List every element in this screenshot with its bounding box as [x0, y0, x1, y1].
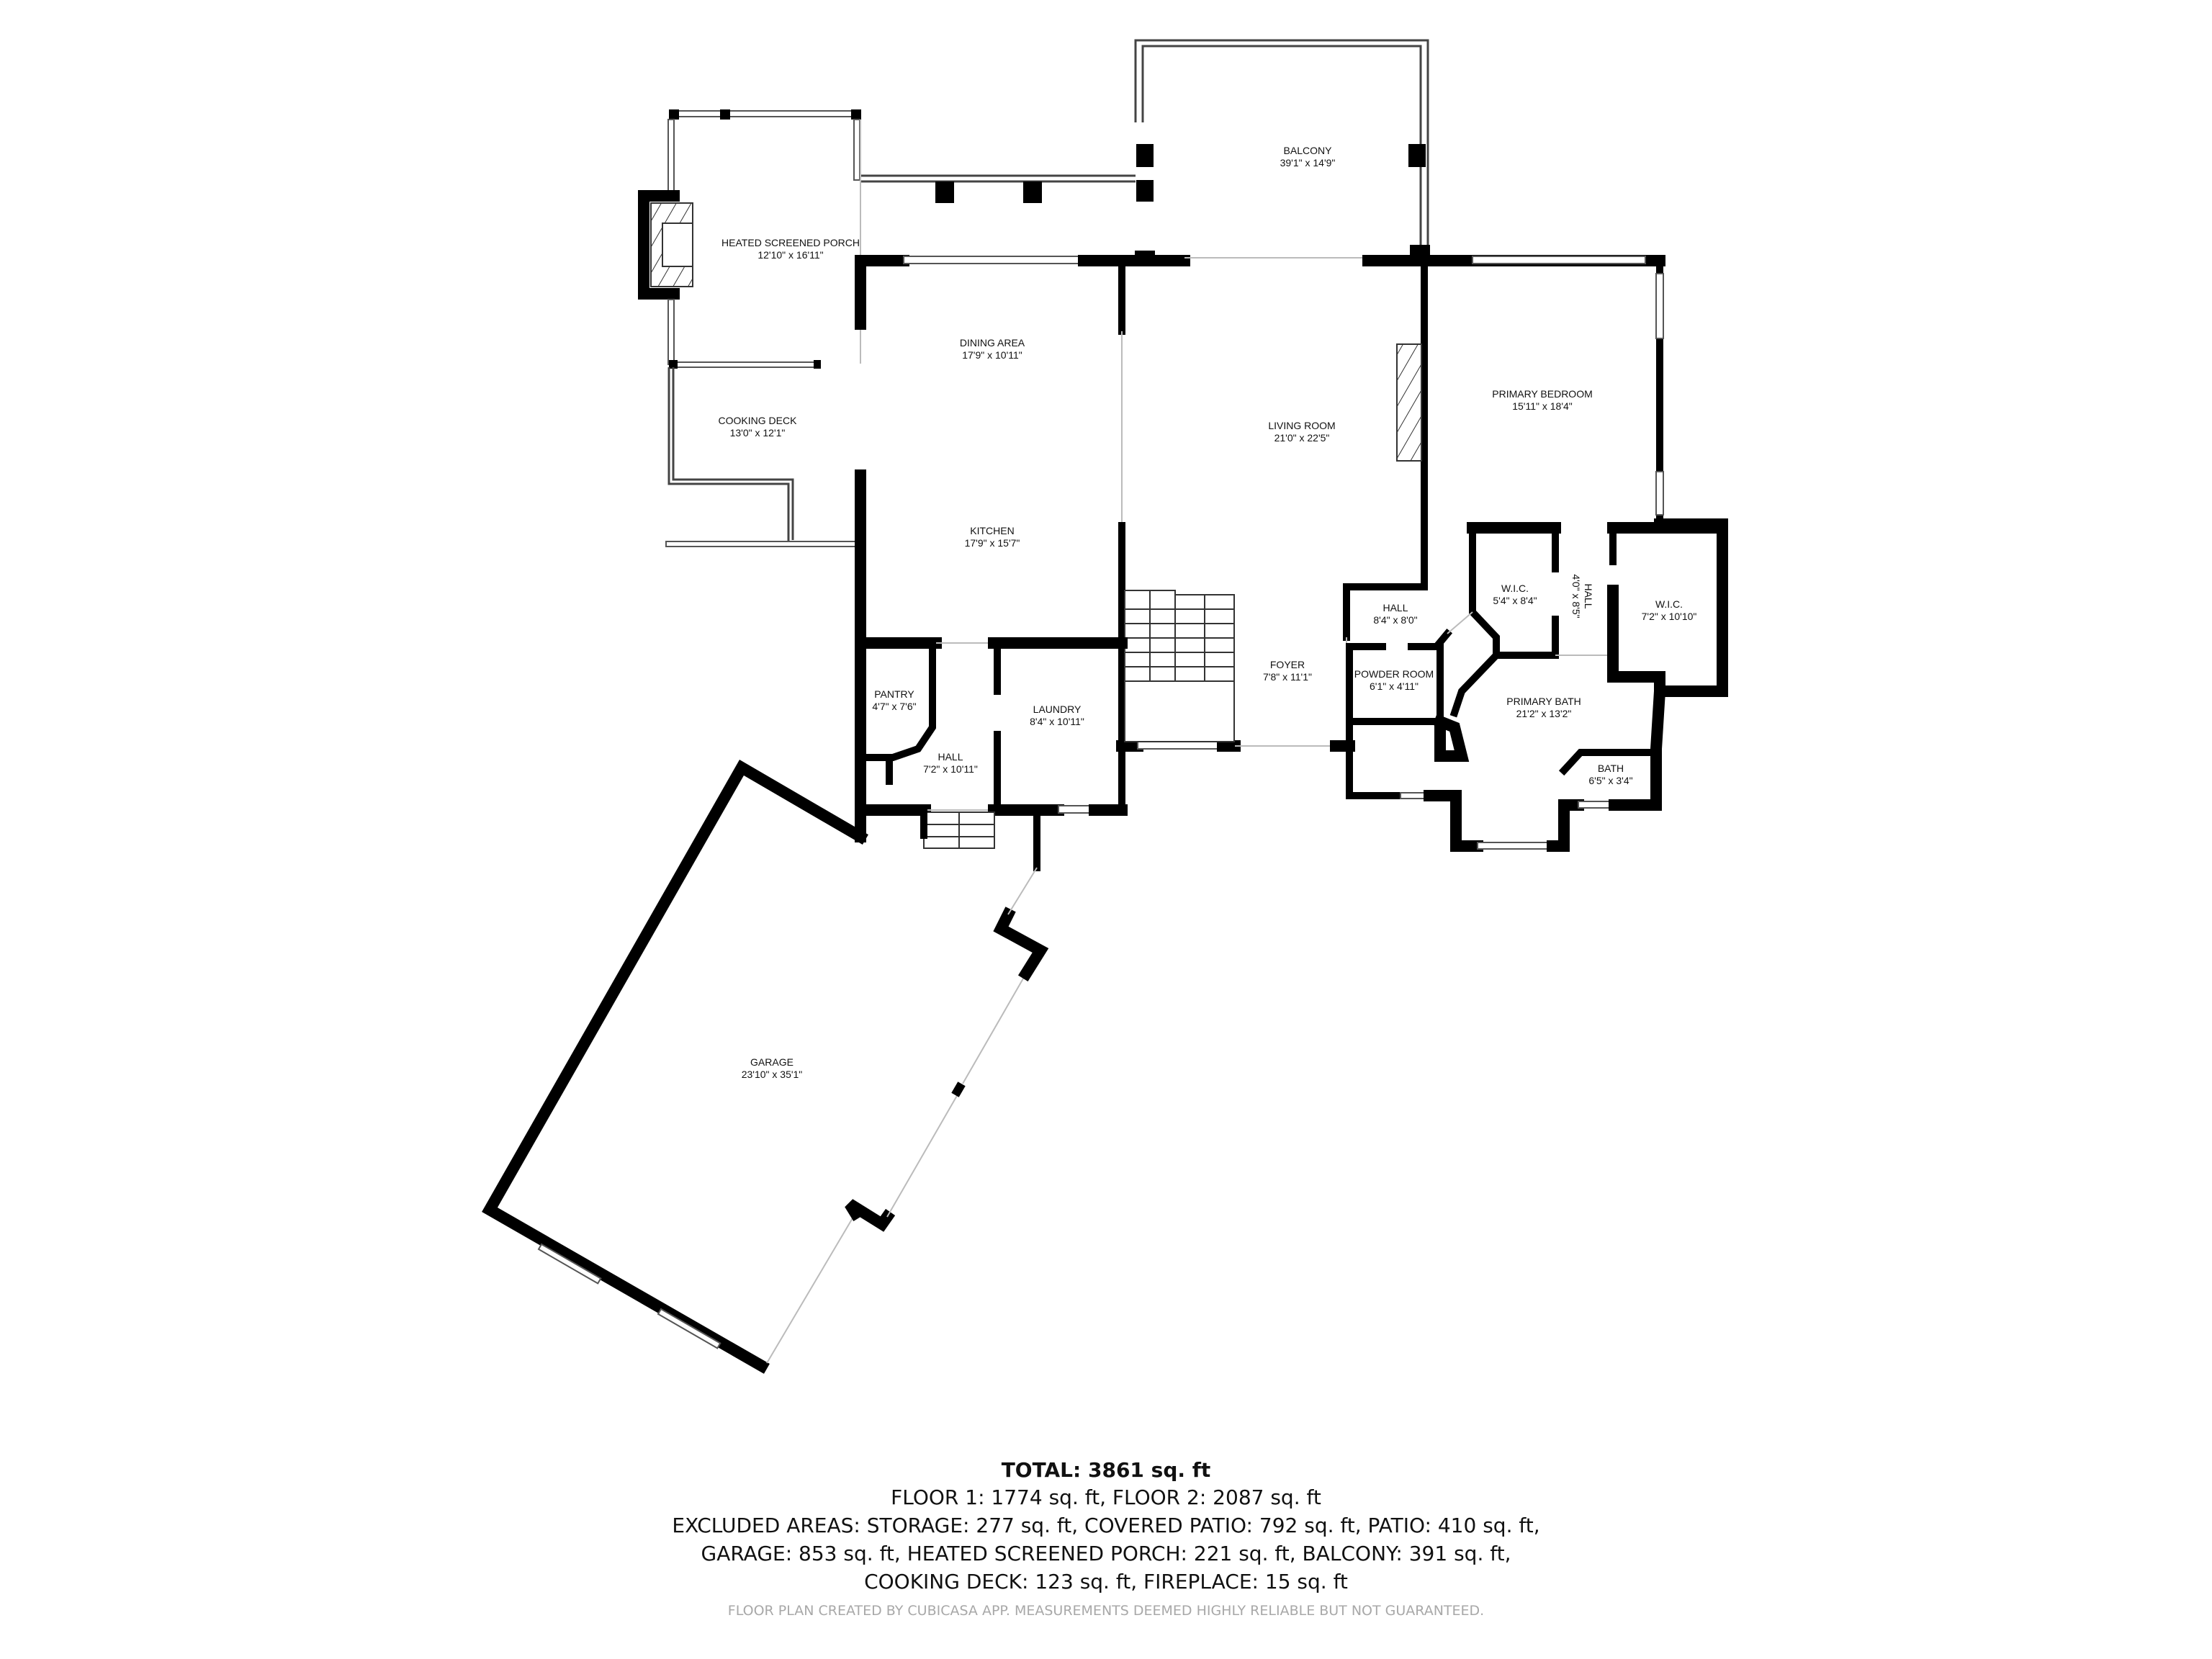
floor-areas: FLOOR 1: 1774 sq. ft, FLOOR 2: 2087 sq. … — [891, 1485, 1321, 1509]
room-name: COOKING DECK — [718, 415, 797, 426]
room-name: GARAGE — [750, 1056, 793, 1068]
room-dimensions: 17'9" x 15'7" — [964, 537, 1020, 549]
room-label-hall-1: HALL 8'4" x 8'0" — [1373, 602, 1417, 626]
room-label-garage: GARAGE 23'10" x 35'1" — [742, 1056, 803, 1081]
room-name: PRIMARY BATH — [1506, 696, 1581, 707]
room-label-laundry: LAUNDRY 8'4" x 10'11" — [1030, 703, 1084, 728]
room-dimensions: 6'5" x 3'4" — [1588, 775, 1633, 786]
room-label-kitchen: KITCHEN 17'9" x 15'7" — [965, 525, 1020, 549]
room-name: LIVING ROOM — [1268, 420, 1336, 431]
room-dimensions: 39'1" x 14'9" — [1280, 157, 1336, 168]
room-name: PRIMARY BEDROOM — [1492, 388, 1593, 400]
room-name: BALCONY — [1283, 145, 1332, 156]
room-name: HALL — [1583, 583, 1594, 609]
room-dimensions: 23'10" x 35'1" — [741, 1069, 803, 1080]
garage-walls — [482, 760, 1049, 1374]
room-name: HEATED SCREENED PORCH — [721, 237, 860, 248]
room-dimensions: 21'2" x 13'2" — [1516, 708, 1572, 719]
main-walls — [855, 245, 1728, 871]
room-name: PANTRY — [874, 688, 914, 700]
room-name: HALL — [1382, 602, 1408, 613]
room-label-wic-1: W.I.C. 5'4" x 8'4" — [1493, 583, 1537, 607]
room-name: POWDER ROOM — [1354, 668, 1434, 680]
room-name: W.I.C. — [1655, 598, 1683, 610]
room-dimensions: 12'10" x 16'11" — [757, 249, 824, 261]
room-dimensions: 4'7" x 7'6" — [872, 701, 917, 712]
room-label-hall-2: HALL 4'0" x 8'5" — [1570, 574, 1594, 618]
room-dimensions: 8'4" x 8'0" — [1373, 614, 1418, 626]
room-dimensions: 5'4" x 8'4" — [1493, 595, 1537, 606]
room-label-cooking-deck: COOKING DECK 13'0" x 12'1" — [719, 415, 797, 439]
room-name: KITCHEN — [970, 525, 1015, 536]
room-name: BATH — [1597, 763, 1624, 774]
room-label-living-room: LIVING ROOM 21'0" x 22'5" — [1268, 420, 1335, 444]
excluded-areas-line-2: GARAGE: 853 sq. ft, HEATED SCREENED PORC… — [701, 1542, 1511, 1565]
excluded-areas-line-3: COOKING DECK: 123 sq. ft, FIREPLACE: 15 … — [864, 1570, 1348, 1593]
room-dimensions: 8'4" x 10'11" — [1030, 716, 1084, 727]
room-label-foyer: FOYER 7'8" x 11'1" — [1263, 659, 1312, 683]
room-dimensions: 6'1" x 4'11" — [1370, 680, 1419, 692]
room-label-powder-room: POWDER ROOM 6'1" x 4'11" — [1354, 668, 1434, 693]
balcony-outline — [860, 39, 1429, 257]
room-dimensions: 4'0" x 8'5" — [1570, 574, 1582, 619]
room-label-heated-screened-porch: HEATED SCREENED PORCH 12'10" x 16'11" — [721, 237, 860, 261]
excluded-areas-line-1: EXCLUDED AREAS: STORAGE: 277 sq. ft, COV… — [672, 1514, 1540, 1537]
room-name: HALL — [938, 751, 963, 763]
disclaimer: FLOOR PLAN CREATED BY CUBICASA APP. MEAS… — [727, 1603, 1485, 1619]
room-label-dining-area: DINING AREA 17'9" x 10'11" — [960, 337, 1025, 361]
room-dimensions: 7'2" x 10'10" — [1641, 611, 1697, 622]
room-dimensions: 7'8" x 11'1" — [1263, 671, 1312, 683]
room-label-pantry: PANTRY 4'7" x 7'6" — [872, 688, 916, 713]
room-dimensions: 21'0" x 22'5" — [1274, 432, 1330, 444]
room-dimensions: 13'0" x 12'1" — [729, 427, 786, 439]
room-name: FOYER — [1269, 659, 1305, 670]
room-label-balcony: BALCONY 39'1" x 14'9" — [1280, 145, 1336, 169]
room-name: DINING AREA — [959, 337, 1025, 349]
porch-walls — [638, 109, 861, 369]
cooking-deck-outline — [665, 367, 861, 547]
room-label-primary-bedroom: PRIMARY BEDROOM 15'11" x 18'4" — [1492, 388, 1593, 413]
room-label-primary-bath: PRIMARY BATH 21'2" x 13'2" — [1506, 696, 1581, 720]
room-name: W.I.C. — [1501, 583, 1529, 594]
room-label-bath: BATH 6'5" x 3'4" — [1588, 763, 1632, 787]
room-label-wic-2: W.I.C. 7'2" x 10'10" — [1642, 598, 1697, 623]
room-dimensions: 17'9" x 10'11" — [962, 349, 1022, 361]
room-dimensions: 15'11" x 18'4" — [1512, 400, 1573, 412]
room-dimensions: 7'2" x 10'11" — [923, 763, 978, 775]
total-area: TOTAL: 3861 sq. ft — [1001, 1458, 1211, 1482]
room-label-hall-3: HALL 7'2" x 10'11" — [923, 751, 978, 775]
room-name: LAUNDRY — [1033, 703, 1082, 715]
area-summary: TOTAL: 3861 sq. ft FLOOR 1: 1774 sq. ft,… — [0, 1457, 2212, 1596]
